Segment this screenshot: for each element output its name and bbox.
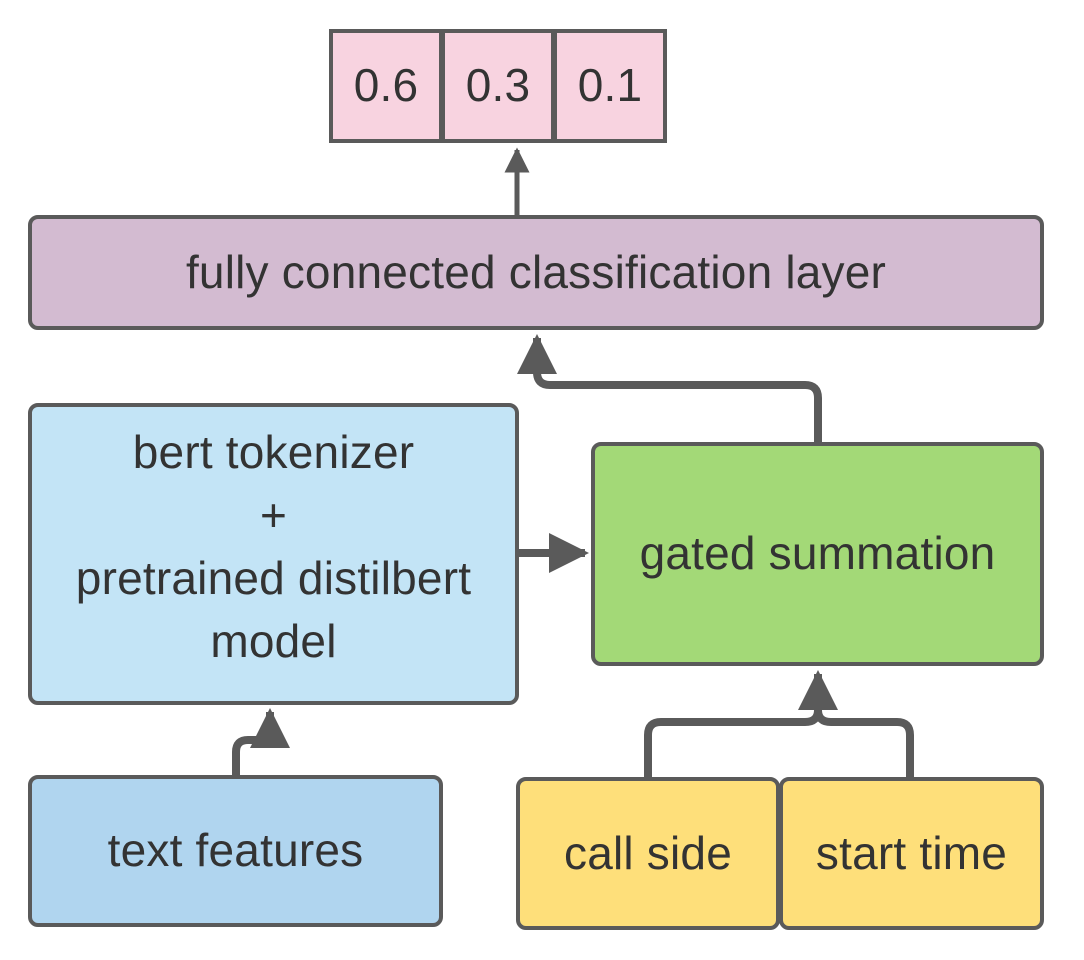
- arrow-start-time-to-gated: [814, 709, 914, 777]
- bert-label-plus: +: [259, 489, 288, 541]
- gated-summation-label: gated summation: [639, 527, 996, 580]
- text-features-label: text features: [107, 824, 364, 877]
- start-time-box: start time: [779, 777, 1044, 930]
- text-features-box: text features: [28, 775, 443, 927]
- fc-layer-label: fully connected classification layer: [185, 245, 887, 298]
- output-probability-value: 0.3: [465, 59, 531, 112]
- bert-label-line: model: [210, 615, 337, 667]
- output-probability-value: 0.6: [353, 59, 419, 112]
- output-probability-cell: 0.6: [329, 29, 443, 143]
- bert-label-line: pretrained distilbert: [75, 552, 472, 604]
- gated-summation-box: gated summation: [591, 442, 1044, 666]
- call-side-label: call side: [564, 826, 732, 879]
- arrow-text-to-bert: [232, 708, 290, 775]
- start-time-label: start time: [815, 826, 1008, 879]
- arrow-gated-to-fc: [517, 334, 822, 442]
- bert-model-box: bert tokenizer + pretrained distilbert m…: [28, 403, 519, 705]
- call-side-box: call side: [516, 777, 780, 930]
- output-probability-value: 0.1: [577, 59, 643, 112]
- output-probability-cell: 0.1: [553, 29, 667, 143]
- bert-label-line: bert tokenizer: [132, 426, 415, 478]
- output-probability-cell: 0.3: [441, 29, 555, 143]
- arrow-call-side-to-gated: [644, 670, 838, 777]
- fc-classification-layer-box: fully connected classification layer: [28, 215, 1044, 330]
